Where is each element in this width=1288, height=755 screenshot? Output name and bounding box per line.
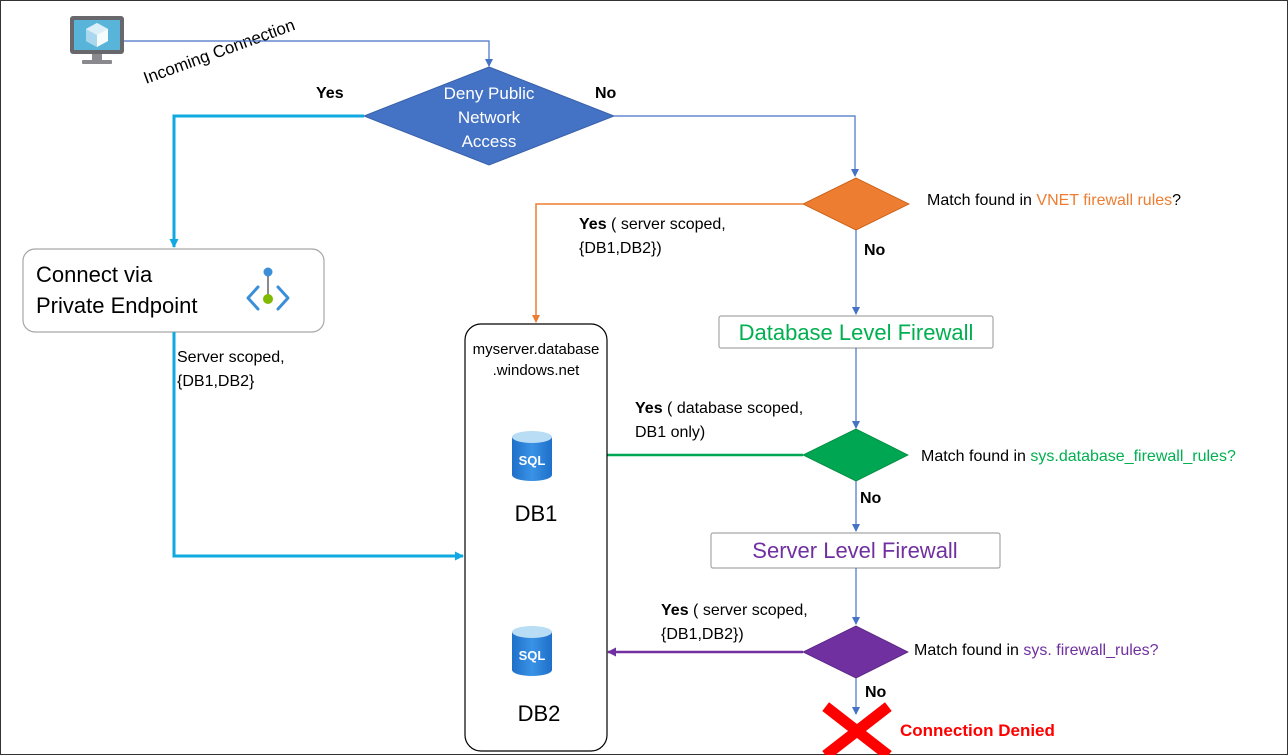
private-endpoint-line-2: Private Endpoint <box>36 293 197 318</box>
database-firewall-yes-line-2: DB1 only) <box>635 424 705 441</box>
server-firewall-no-label: No <box>865 684 887 701</box>
deny-public-line-3: Access <box>462 132 517 151</box>
vnet-question: Match found in VNET firewall rules? <box>927 192 1181 209</box>
connector-vnet-yes-to-server <box>532 203 803 323</box>
database-firewall-title: Database Level Firewall <box>739 320 974 345</box>
vnet-no-label: No <box>864 242 886 259</box>
db2-label: DB2 <box>518 701 561 726</box>
deny-public-line-1: Deny Public <box>444 84 535 103</box>
connector-yes-to-private-endpoint <box>169 114 364 248</box>
database-firewall-question: Match found in sys.database_firewall_rul… <box>921 448 1236 465</box>
database-firewall-yes-line-1: Yes ( database scoped, <box>635 400 803 417</box>
vnet-yes-line-1: Yes ( server scoped, <box>579 216 726 233</box>
deny-public-access-diamond <box>362 66 616 166</box>
connection-denied-label: Connection Denied <box>900 721 1055 740</box>
private-endpoint-line-1: Connect via <box>36 262 153 287</box>
private-endpoint-scope-line-1: Server scoped, <box>177 349 285 366</box>
red-x-icon <box>822 702 892 755</box>
database-firewall-no-label: No <box>860 490 882 507</box>
incoming-connection-label: Incoming Connection <box>141 15 298 87</box>
connector-private-endpoint-to-server <box>172 332 464 561</box>
db1-icon-text: SQL <box>519 453 546 468</box>
connector-no-to-vnet <box>614 115 859 177</box>
vnet-yes-line-2: {DB1,DB2}) <box>579 240 662 257</box>
server-firewall-yes-line-2: {DB1,DB2}) <box>661 626 744 643</box>
connector-source-to-deny <box>124 40 493 67</box>
deny-public-yes-label: Yes <box>316 85 344 102</box>
server-firewall-question: Match found in sys. firewall_rules? <box>914 642 1159 659</box>
vnet-diamond <box>802 177 910 231</box>
sql-database-icon: SQL <box>512 431 552 481</box>
computer-monitor-icon <box>70 16 124 64</box>
sql-database-icon: SQL <box>512 626 552 676</box>
server-name-line-2: .windows.net <box>493 362 581 379</box>
private-endpoint-icon <box>246 267 290 311</box>
server-firewall-diamond <box>802 625 909 679</box>
deny-public-line-2: Network <box>458 108 521 127</box>
private-endpoint-scope-line-2: {DB1,DB2} <box>177 373 255 390</box>
server-name-line-1: myserver.database <box>473 341 600 358</box>
server-firewall-title: Server Level Firewall <box>752 538 957 563</box>
deny-public-no-label: No <box>595 85 617 102</box>
database-firewall-diamond <box>802 428 909 482</box>
server-container <box>464 323 608 752</box>
db2-icon-text: SQL <box>519 648 546 663</box>
server-firewall-yes-line-1: Yes ( server scoped, <box>661 602 808 619</box>
db1-label: DB1 <box>515 501 558 526</box>
